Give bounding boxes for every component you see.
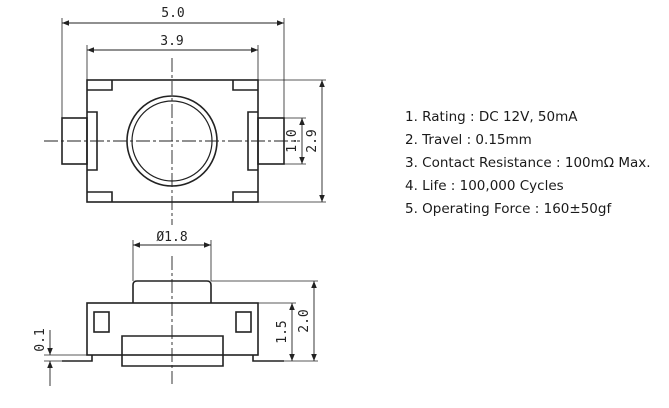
side-view xyxy=(62,280,284,367)
top-corner-tab-bl xyxy=(87,191,113,202)
top-corner-tab-tl xyxy=(87,80,113,91)
side-dimension-lines xyxy=(47,242,317,386)
top-centerlines xyxy=(44,58,300,225)
dim-width-body: 3.9 xyxy=(160,34,183,49)
spec-list: 1. Rating : DC 12V, 50mA 2. Travel : 0.1… xyxy=(405,106,651,221)
top-corner-tab-br xyxy=(232,191,258,202)
side-base-plate xyxy=(121,355,224,367)
dim-actuator-diameter: Ø1.8 xyxy=(156,230,187,245)
dim-height-body-side: 1.5 xyxy=(275,320,290,343)
side-body-outline xyxy=(86,302,259,356)
top-corner-tab-tr xyxy=(232,80,258,91)
side-extension-lines xyxy=(44,240,318,362)
side-terminal-left xyxy=(62,355,93,362)
spec-operating-force: 5. Operating Force : 160±50gf xyxy=(405,201,612,217)
dim-width-overall: 5.0 xyxy=(161,6,184,21)
dim-terminal-height: 1.0 xyxy=(285,129,300,152)
spec-contact-resistance: 3. Contact Resistance : 100mΩ Max. xyxy=(405,155,651,171)
spec-rating: 1. Rating : DC 12V, 50mA xyxy=(405,109,578,125)
dim-height-total: 2.0 xyxy=(297,309,312,332)
dim-height-body: 2.9 xyxy=(305,129,320,152)
side-terminal-right xyxy=(252,355,284,362)
side-latch-right xyxy=(235,311,252,333)
side-inner-cavity xyxy=(121,335,224,355)
spec-life: 4. Life : 100,000 Cycles xyxy=(405,178,564,194)
top-dimension-lines xyxy=(62,20,325,202)
dim-terminal-thickness: 0.1 xyxy=(33,328,48,351)
spec-travel: 2. Travel : 0.15mm xyxy=(405,132,532,148)
side-latch-left xyxy=(93,311,110,333)
